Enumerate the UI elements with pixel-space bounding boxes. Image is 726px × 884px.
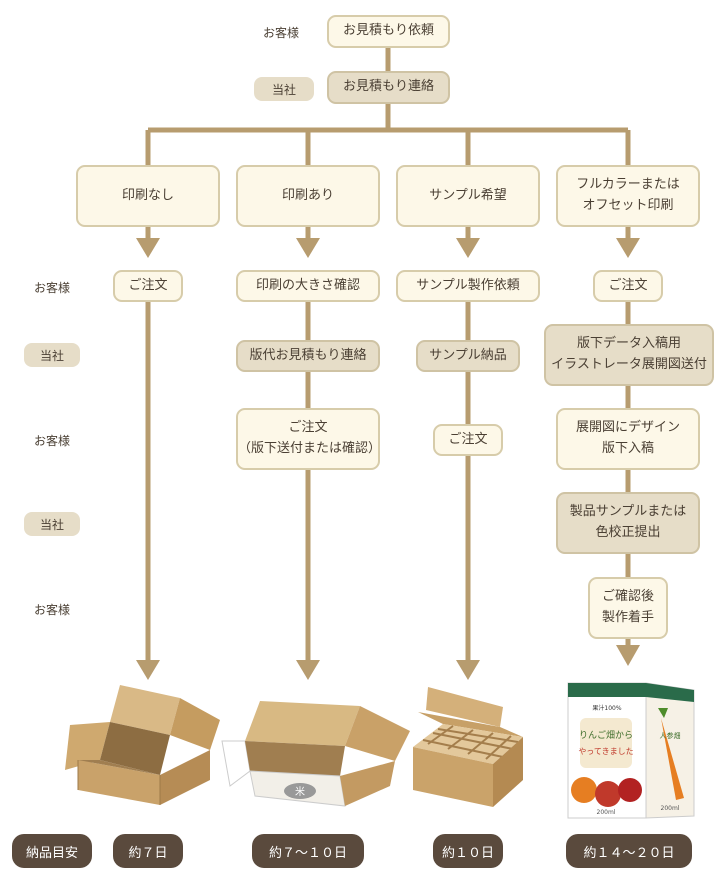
- col1-step-order: ご注文: [113, 270, 183, 302]
- side-label-customer-3: お客様: [33, 602, 70, 617]
- col1-header: 印刷なし: [76, 165, 220, 227]
- col2-header: 印刷あり: [236, 165, 380, 227]
- delivery-estimate-label: 納品目安: [12, 834, 92, 868]
- printed-box-image: 米: [221, 701, 410, 807]
- svg-text:200ml: 200ml: [661, 805, 680, 812]
- col4-step-design-submit: 展開図にデザイン 版下入稿: [556, 408, 700, 470]
- arrowhead-col3-lower: [456, 660, 480, 680]
- arrowhead-col1-upper: [136, 238, 160, 258]
- plain-cardboard-box-image: [65, 685, 220, 805]
- col4-step-proof-submit: 製品サンプルまたは 色校正提出: [556, 492, 700, 554]
- svg-text:果汁100%: 果汁100%: [592, 704, 621, 712]
- arrowhead-col4-upper: [616, 238, 640, 258]
- col4-step-production-start: ご確認後 製作着手: [588, 577, 668, 639]
- step-estimate-request: お見積もり依頼: [327, 15, 450, 48]
- col4-step-order: ご注文: [593, 270, 663, 302]
- top-role-customer: お客様: [262, 25, 299, 40]
- svg-text:人参畑: 人参畑: [660, 731, 681, 740]
- svg-text:200ml: 200ml: [597, 809, 616, 816]
- arrowhead-col2-upper: [296, 238, 320, 258]
- side-label-company-1: 当社: [24, 343, 80, 367]
- col2-step-size-check: 印刷の大きさ確認: [236, 270, 380, 302]
- col2-step-plate-estimate: 版代お見積もり連絡: [236, 340, 380, 372]
- col3-days: 約１０日: [433, 834, 503, 868]
- arrowhead-col3-upper: [456, 238, 480, 258]
- side-label-company-2: 当社: [24, 512, 80, 536]
- svg-text:りんご畑から: りんご畑から: [579, 729, 633, 741]
- col2-step-order: ご注文 （版下送付または確認）: [236, 408, 381, 470]
- full-color-juice-box-image: 果汁100% りんご畑から やってきました 200ml 人参畑 200ml: [567, 682, 695, 819]
- col1-days: 約７日: [113, 834, 183, 868]
- arrowhead-col1-lower: [136, 660, 160, 680]
- step-estimate-reply: お見積もり連絡: [327, 71, 450, 104]
- side-label-customer-2: お客様: [33, 433, 70, 448]
- col3-step-sample-request: サンプル製作依頼: [396, 270, 540, 302]
- svg-text:やってきました: やってきました: [578, 747, 633, 756]
- side-label-customer-1: お客様: [33, 280, 70, 295]
- top-role-company: 当社: [254, 77, 314, 101]
- col4-header: フルカラーまたは オフセット印刷: [556, 165, 700, 227]
- col3-step-order: ご注文: [433, 424, 503, 456]
- arrowhead-col2-lower: [296, 660, 320, 680]
- col4-step-template-send: 版下データ入稿用 イラストレータ展開図送付: [544, 324, 714, 386]
- arrowhead-col4-lower: [616, 645, 640, 666]
- col3-step-sample-delivery: サンプル納品: [416, 340, 520, 372]
- col3-header: サンプル希望: [396, 165, 540, 227]
- svg-text:米: 米: [295, 785, 305, 798]
- partitioned-box-image: [413, 687, 523, 807]
- col2-days: 約７～１０日: [252, 834, 364, 868]
- col4-days: 約１４～２０日: [566, 834, 692, 868]
